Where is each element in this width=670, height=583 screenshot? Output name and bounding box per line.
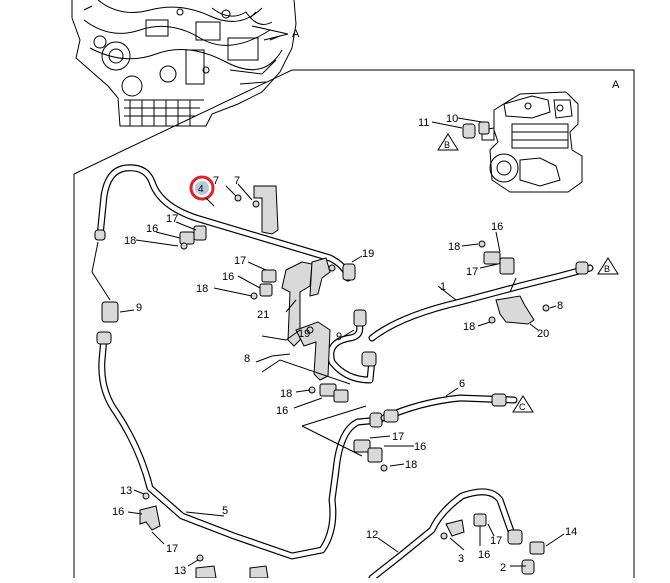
callout-19a: 19	[298, 328, 310, 340]
engine-callout-a: A	[292, 28, 300, 40]
callout-16a: 16	[146, 223, 158, 235]
callout-10: 10	[446, 113, 458, 125]
callout-6: 6	[459, 378, 465, 390]
callout-16g: 16	[478, 549, 490, 561]
triangle-ref-b-2: B	[597, 257, 619, 275]
callout-18c: 18	[280, 388, 292, 400]
callout-1: 1	[440, 281, 446, 293]
pipe-left-long	[98, 334, 384, 560]
callout-14: 14	[565, 526, 577, 538]
callout-13b: 13	[174, 565, 186, 577]
callout-18d: 18	[405, 459, 417, 471]
pipe-upper-left	[96, 164, 352, 282]
triangle-ref-c: C	[512, 395, 534, 413]
pipe-1	[368, 264, 594, 342]
callout-9b: 9	[336, 331, 342, 343]
engine-illustration	[71, 0, 297, 127]
triangle-ref-b-1: B	[437, 133, 459, 151]
detail-frame	[73, 69, 635, 578]
callout-21: 21	[257, 309, 269, 321]
callout-17c: 17	[392, 431, 404, 443]
callout-17e: 17	[166, 543, 178, 555]
callout-2: 2	[500, 562, 506, 574]
callout-12: 12	[366, 529, 378, 541]
callout-8a: 8	[244, 353, 250, 365]
callout-17b: 17	[234, 255, 246, 267]
callout-17f: 17	[490, 535, 502, 547]
callout-18f: 18	[463, 321, 475, 333]
callout-16d: 16	[414, 441, 426, 453]
pipe-12	[368, 488, 516, 582]
callout-20: 20	[537, 328, 549, 340]
callout-19b: 19	[362, 248, 374, 260]
svg-text:B: B	[444, 140, 450, 150]
callout-13a: 13	[120, 485, 132, 497]
svg-text:B: B	[604, 264, 610, 274]
callout-9a: 9	[136, 302, 142, 314]
callout-16e: 16	[491, 221, 503, 233]
pipe-center-s	[327, 316, 376, 384]
callout-7b: 7	[234, 175, 240, 187]
callout-16f: 16	[112, 506, 124, 518]
callout-5: 5	[222, 505, 228, 517]
detail-view-letter: A	[612, 79, 620, 91]
svg-text:C: C	[519, 402, 526, 412]
highlighted-callout-4[interactable]: 4	[189, 175, 215, 201]
callout-16c: 16	[276, 405, 288, 417]
callout-17a: 17	[166, 213, 178, 225]
callout-18a: 18	[124, 235, 136, 247]
air-compressor	[481, 91, 583, 193]
callout-16b: 16	[222, 271, 234, 283]
callout-18e: 18	[448, 241, 460, 253]
callout-7a: 7	[213, 175, 219, 187]
callout-8b: 8	[557, 300, 563, 312]
callout-11: 11	[418, 117, 429, 129]
svg-text:4: 4	[198, 184, 204, 195]
callout-3: 3	[458, 553, 464, 565]
callout-18b: 18	[196, 283, 208, 295]
callout-17d: 17	[466, 266, 478, 278]
